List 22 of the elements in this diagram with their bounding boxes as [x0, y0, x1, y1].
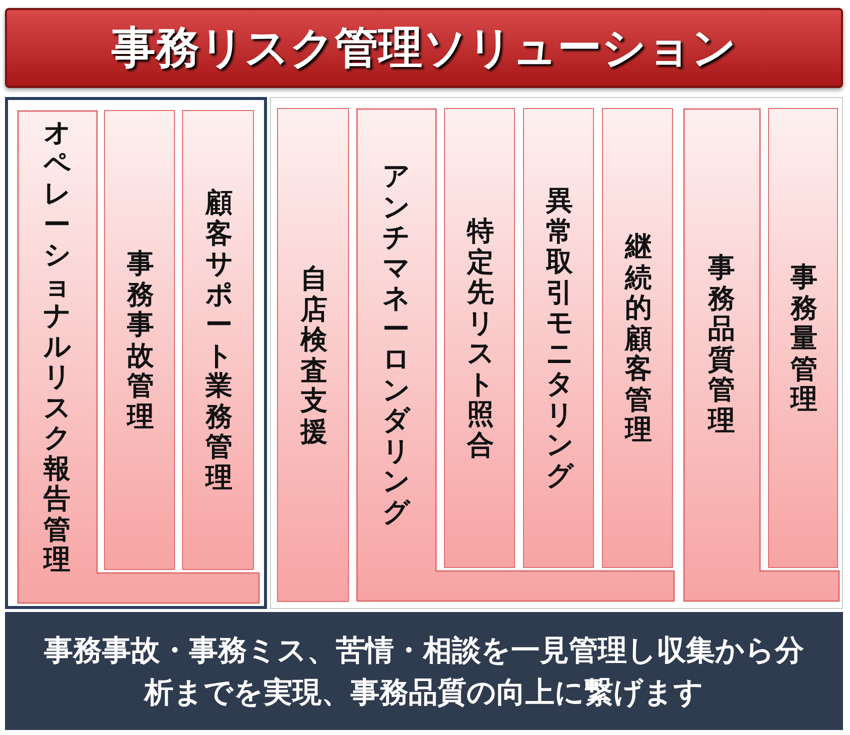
title-text: 事務リスク管理ソリューション	[112, 22, 736, 76]
column-label: 事務品質管理	[708, 254, 735, 436]
column-box	[182, 110, 254, 570]
column-box	[104, 110, 175, 570]
column-label: アンチマネーロンダリング	[382, 162, 410, 528]
title-banner	[5, 8, 843, 88]
column-label: 異常取引モニタリング	[546, 186, 573, 492]
column-box	[602, 108, 673, 568]
column-label: 顧客サポート業務管理	[206, 188, 232, 494]
column-box	[768, 108, 838, 568]
column-label: 特定先リスト照合	[467, 217, 494, 461]
column-box	[277, 108, 349, 602]
column-box	[523, 108, 594, 568]
summary-band	[5, 612, 843, 730]
column-label: オペレーショナルリスク報告管理	[44, 118, 70, 576]
column-label: 事務事故管理	[127, 250, 154, 432]
column-label: 自店検査支援	[300, 264, 328, 448]
column-label: 事務量管理	[790, 262, 818, 416]
column-label: 継続的顧客管理	[625, 232, 652, 446]
summary-text: 事務事故・事務ミス、苦情・相談を一見管理し収集から分析までを実現、事務品質の向上に繋げます	[43, 632, 805, 711]
panel-background	[270, 97, 843, 609]
column-box	[444, 108, 515, 568]
